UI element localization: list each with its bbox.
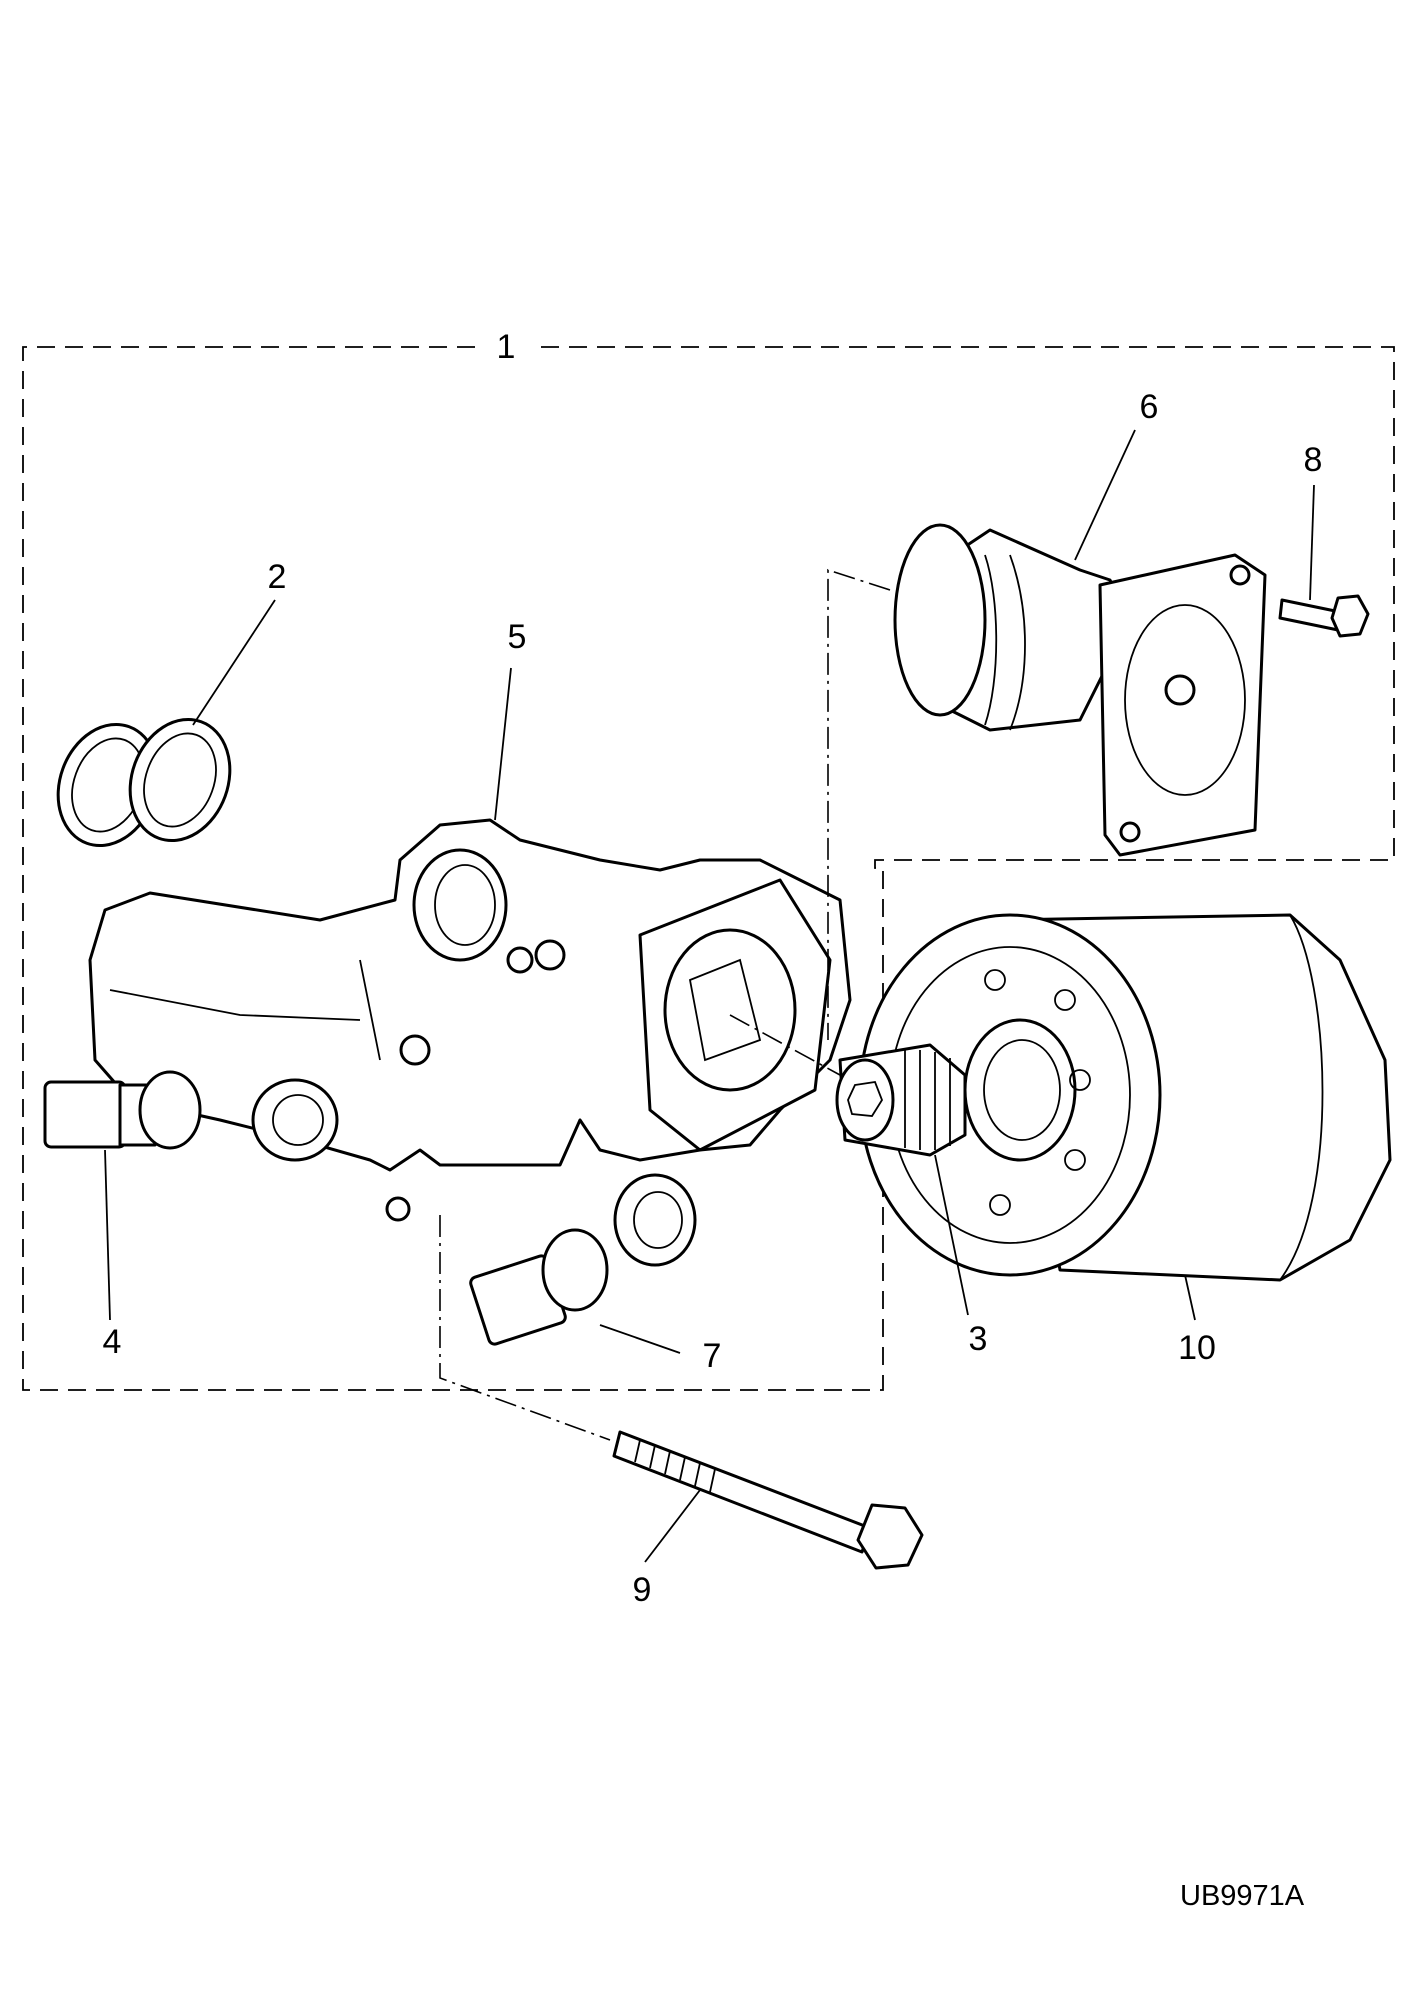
sensor-left bbox=[43, 1070, 202, 1150]
assembly-boundary bbox=[22, 346, 1395, 1391]
callout-3: 3 bbox=[969, 1320, 988, 1358]
callout-1: 1 bbox=[497, 328, 516, 366]
reference-code: UB9971A bbox=[1180, 1880, 1305, 1912]
seal-rings bbox=[56, 717, 232, 848]
oil-filter-housing bbox=[88, 818, 852, 1267]
long-bolt bbox=[612, 1430, 924, 1570]
callout-4: 4 bbox=[103, 1323, 122, 1361]
small-bolt bbox=[1278, 594, 1370, 638]
filter-adaptor bbox=[835, 1043, 967, 1157]
callout-6: 6 bbox=[1140, 388, 1159, 426]
callout-7: 7 bbox=[703, 1337, 722, 1375]
oil-filter bbox=[858, 913, 1392, 1282]
sensor-right bbox=[469, 1228, 609, 1346]
callout-9: 9 bbox=[633, 1571, 652, 1609]
leader-lines bbox=[104, 429, 1315, 1563]
callout-5: 5 bbox=[508, 618, 527, 656]
valve-assembly bbox=[893, 523, 1267, 857]
callout-8: 8 bbox=[1304, 441, 1323, 479]
callout-10: 10 bbox=[1178, 1329, 1216, 1367]
callout-2: 2 bbox=[268, 558, 287, 596]
